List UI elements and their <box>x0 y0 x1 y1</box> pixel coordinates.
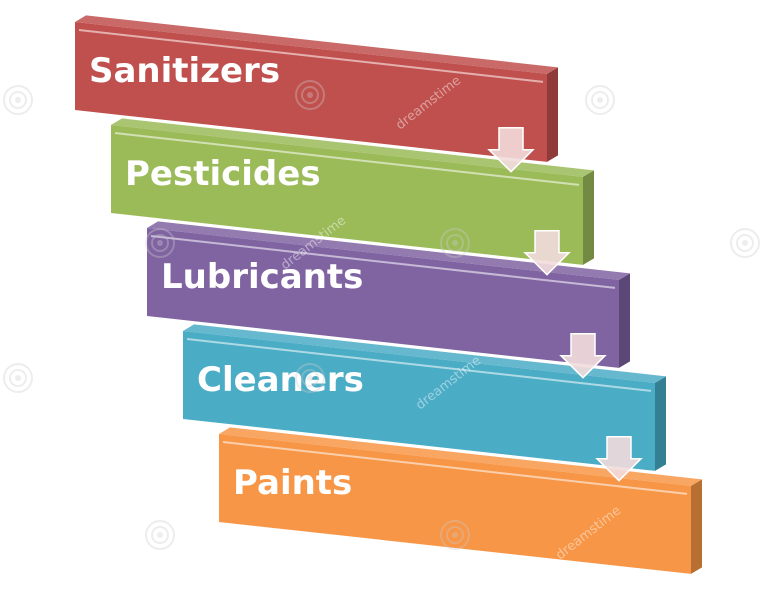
step-top-face <box>147 221 630 280</box>
step-highlight <box>222 441 688 495</box>
step-label-pesticides: Pesticides <box>125 154 321 194</box>
spiral-logo-icon <box>440 228 470 258</box>
step-front-face <box>75 22 547 162</box>
down-arrow-icon <box>595 435 643 482</box>
step-side-face <box>691 479 702 574</box>
step-side-face <box>583 170 594 265</box>
step-cleaners: Cleaners <box>183 324 666 471</box>
step-paints: Paints <box>219 427 702 574</box>
step-label-lubricants: Lubricants <box>161 257 363 297</box>
spiral-logo-icon <box>3 85 33 115</box>
spiral-logo-icon <box>145 228 175 258</box>
step-front-face <box>219 434 691 574</box>
down-arrow-icon <box>523 229 571 276</box>
step-highlight <box>114 132 580 186</box>
step-bars: SanitizersPesticidesLubricantsCleanersPa… <box>75 15 702 574</box>
down-arrow-icon <box>559 332 607 379</box>
step-label-paints: Paints <box>233 463 352 503</box>
spiral-logo-icon <box>440 520 470 550</box>
step-top-face <box>219 427 702 486</box>
step-highlight <box>186 338 652 392</box>
spiral-logo-icon <box>145 520 175 550</box>
spiral-logo-icon <box>585 85 615 115</box>
step-highlight <box>78 29 544 83</box>
step-front-face <box>183 331 655 471</box>
step-side-face <box>547 67 558 162</box>
spiral-logo-icon <box>295 80 325 110</box>
down-arrow-icon <box>487 126 535 173</box>
step-label-sanitizers: Sanitizers <box>89 51 280 91</box>
step-pesticides: Pesticides <box>111 118 594 265</box>
spiral-logo-icon <box>3 363 33 393</box>
step-front-face <box>111 125 583 265</box>
step-front-face <box>147 228 619 368</box>
step-side-face <box>619 273 630 368</box>
step-top-face <box>183 324 666 383</box>
step-connectors <box>487 126 643 482</box>
step-highlight <box>150 235 616 289</box>
step-label-cleaners: Cleaners <box>197 360 364 400</box>
step-top-face <box>75 15 558 74</box>
spiral-logo-icon <box>295 363 325 393</box>
step-top-face <box>111 118 594 177</box>
step-side-face <box>655 376 666 471</box>
step-sanitizers: Sanitizers <box>75 15 558 162</box>
step-lubricants: Lubricants <box>147 221 630 368</box>
spiral-logo-icon <box>730 228 760 258</box>
